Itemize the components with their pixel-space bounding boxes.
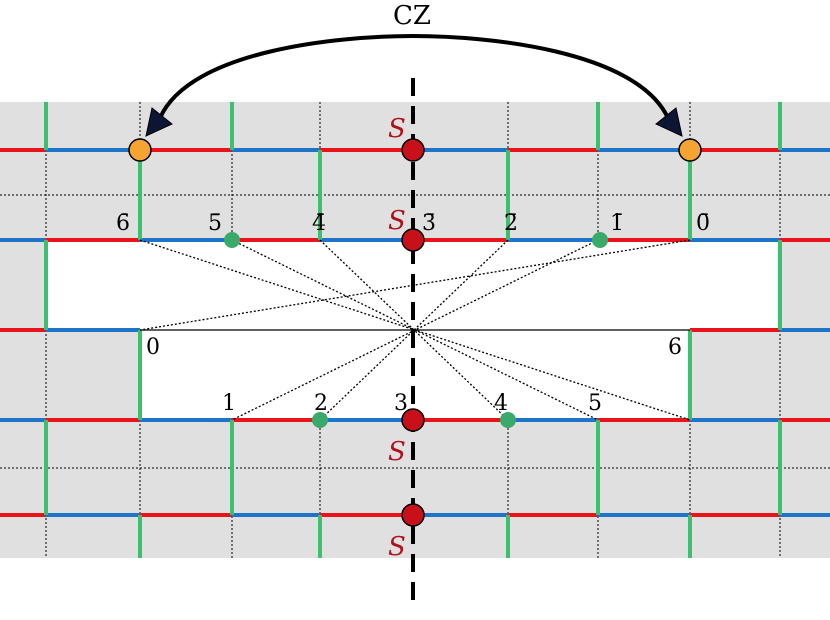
bottom-label-5: 5 — [588, 391, 602, 416]
cz-site-right — [678, 138, 702, 162]
s-site-row1 — [401, 138, 425, 162]
diagram-title: CZ — [393, 1, 431, 31]
s-site-row4 — [401, 408, 425, 432]
s-label-row5: S — [388, 532, 406, 562]
cz-site-left — [128, 138, 152, 162]
arrowhead-right — [655, 107, 683, 137]
top-label-1: 1̄ — [610, 211, 624, 236]
bottom-label-1: 1 — [222, 391, 236, 416]
top-label-0: 0̄ — [696, 211, 710, 236]
green-site-4 — [500, 412, 516, 428]
top-label-4: 4̄ — [312, 211, 326, 236]
s-label-row1: S — [388, 114, 406, 144]
s-site-row5 — [401, 503, 425, 527]
s-label-row4: S — [388, 437, 406, 467]
top-label-3: 3̄ — [422, 211, 436, 236]
curved-double-arrow — [158, 33, 670, 119]
bottom-label-2: 2 — [314, 391, 328, 416]
top-label-6: 6̄ — [116, 211, 130, 236]
top-label-2: 2̄ — [504, 211, 518, 236]
top-label-5: 5̄ — [208, 211, 222, 236]
bottom-label-3: 3 — [394, 391, 408, 416]
arrowhead-left — [145, 107, 173, 137]
green-site-1bar — [592, 232, 608, 248]
green-site-2 — [312, 412, 328, 428]
s-site-row2 — [401, 228, 425, 252]
bottom-label-6: 6 — [668, 335, 682, 360]
bottom-label-4: 4 — [494, 391, 508, 416]
bottom-label-0: 0 — [146, 335, 160, 360]
s-label-row2: S — [388, 206, 406, 236]
vertical-edges — [44, 102, 782, 558]
horizontal-edges — [0, 148, 830, 517]
green-site-5bar — [224, 232, 240, 248]
